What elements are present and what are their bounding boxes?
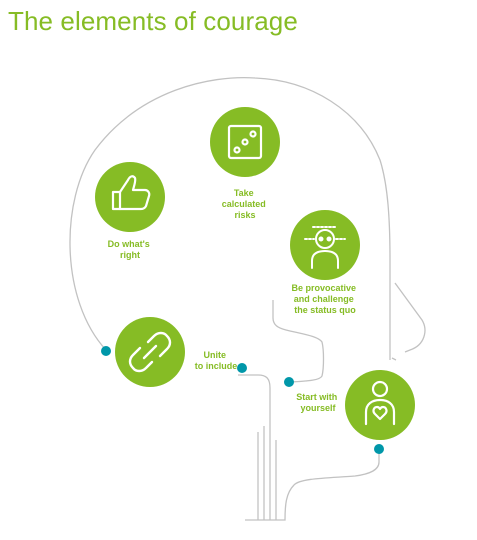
connector-start [245,448,380,521]
element-unite: Unite to include [115,317,237,387]
do-right-label-2: right [120,250,140,260]
connector-unite [238,374,271,520]
page-title: The elements of courage [8,6,298,36]
provocative-label-3: the status quo [294,305,356,315]
svg-text:Do what's right: Do what's right [108,239,153,260]
connector-dot-provocative [284,377,294,387]
head-outline-path [69,76,391,360]
element-take-risks: Take calculated risks [210,107,280,220]
provocative-circle [290,210,360,280]
unite-label-2: to include [195,361,238,371]
do-right-label-1: Do what's [108,239,150,249]
svg-text:Start with yourself: Start with yourself [296,392,340,413]
person-heart-icon [364,380,396,426]
take-risks-label-2: calculated [222,199,266,209]
connector-dot-unite [237,363,247,373]
provocative-label-1: Be provocative [291,283,356,293]
element-provocative: Be provocative and challenge the status … [290,210,360,315]
take-risks-label-3: risks [234,210,255,220]
start-label-1: Start with [296,392,337,402]
connector-provocative [272,300,325,383]
face-chin-path [391,357,397,361]
connector-dot-start [374,444,384,454]
connector-dot-left [101,346,111,356]
start-label-2: yourself [300,403,336,413]
element-do-right: Do what's right [95,162,165,260]
svg-text:Take calculated ri: Take calculated risks [222,188,269,220]
chain-link-icon [128,331,172,373]
eye-target-person-icon [304,226,346,269]
svg-text:Be provocative and chall: Be provocative and challenge the status … [291,283,358,315]
provocative-label-2: and challenge [294,294,354,304]
face-profile-path [394,282,426,353]
dice-icon [227,124,263,160]
thumbs-up-icon [111,175,151,211]
unite-label-1: Unite [203,350,226,360]
svg-text:Unite to include: Unite to include [195,350,238,371]
element-start: Start with yourself [296,370,415,440]
take-risks-circle [210,107,280,177]
take-risks-label-1: Take [234,188,254,198]
do-right-circle [95,162,165,232]
start-circle [345,370,415,440]
